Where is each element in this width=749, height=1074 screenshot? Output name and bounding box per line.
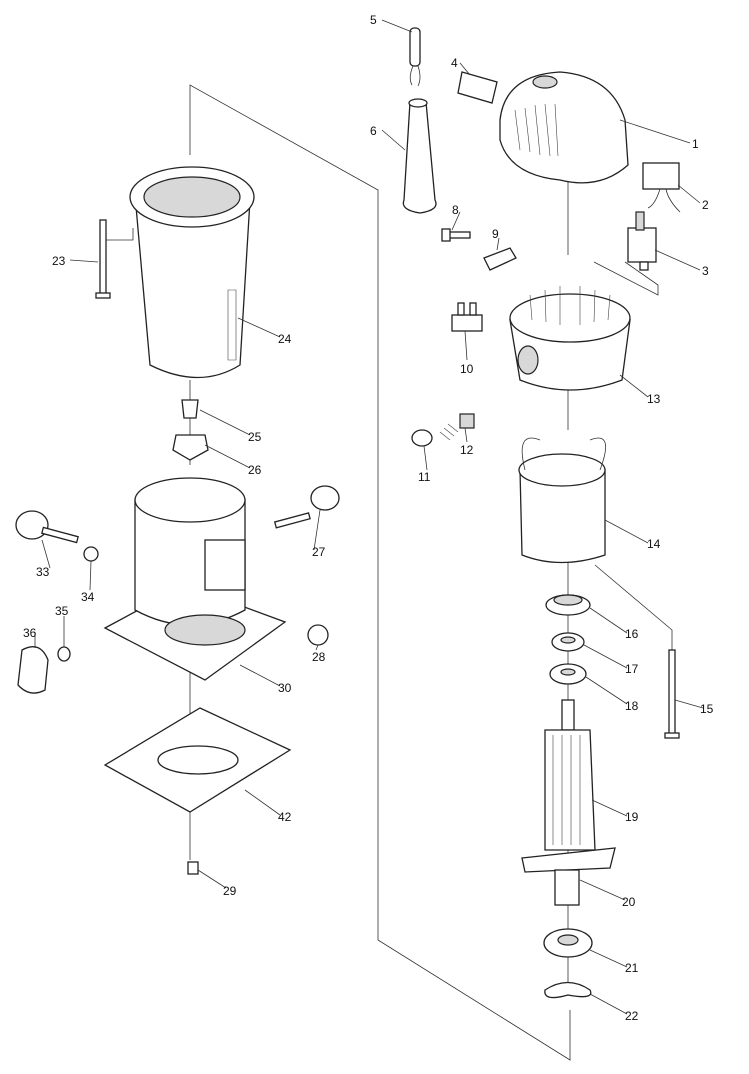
part-label-11: 11	[418, 470, 431, 484]
part-label-26: 26	[248, 463, 262, 477]
part-label-27: 27	[312, 545, 326, 559]
part-label-28: 28	[312, 650, 326, 664]
part-4-label-plate	[457, 71, 498, 104]
part-42-base-plate	[103, 707, 292, 813]
part-34-washer	[83, 546, 99, 562]
part-label-3: 3	[702, 264, 709, 278]
part-label-17: 17	[625, 662, 639, 676]
part-26-collet-nut	[172, 434, 209, 461]
part-label-25: 25	[248, 430, 262, 444]
part-label-35: 35	[55, 604, 69, 618]
part-label-33: 33	[36, 565, 50, 579]
part-label-4: 4	[451, 56, 458, 70]
part-23-screw	[95, 219, 111, 299]
part-25-collet	[181, 399, 199, 419]
part-label-24: 24	[278, 332, 292, 346]
part-29-screw	[187, 861, 199, 875]
part-label-13: 13	[647, 392, 661, 406]
part-label-8: 8	[452, 203, 459, 217]
part-27-adjusting-screw	[273, 485, 340, 529]
part-3-switch	[627, 211, 657, 271]
part-label-14: 14	[647, 537, 661, 551]
part-9-clamp	[483, 247, 517, 271]
part-33-clamp-screw	[15, 510, 79, 544]
part-5-cord	[409, 27, 421, 87]
part-label-5: 5	[370, 13, 377, 27]
part-21-bearing	[543, 928, 593, 958]
part-label-19: 19	[625, 810, 639, 824]
part-label-9: 9	[492, 227, 499, 241]
part-22-rubber-ring	[544, 981, 592, 999]
part-label-34: 34	[81, 590, 95, 604]
part-15-screw	[664, 649, 680, 739]
part-24-motor-housing-lower	[129, 166, 255, 379]
part-label-20: 20	[622, 895, 636, 909]
part-label-16: 16	[625, 627, 639, 641]
part-30-base	[103, 477, 287, 681]
part-1-motor-housing-cover	[499, 71, 629, 184]
part-label-15: 15	[700, 702, 714, 716]
part-label-18: 18	[625, 699, 639, 713]
part-label-1: 1	[692, 137, 699, 151]
part-20-fan	[521, 847, 616, 906]
part-label-12: 12	[460, 443, 474, 457]
part-13-motor-housing	[509, 286, 631, 391]
part-number-labels: 1234568910111213141516171819202122232425…	[23, 13, 714, 1023]
part-label-30: 30	[278, 681, 292, 695]
leader-lines	[34, 19, 704, 1015]
part-8-screw	[441, 228, 471, 242]
part-2-capacitor	[642, 162, 681, 213]
part-35-washer	[57, 646, 71, 662]
part-label-42: 42	[278, 810, 292, 824]
part-label-22: 22	[625, 1009, 639, 1023]
part-label-21: 21	[625, 961, 639, 975]
part-17-bearing	[551, 632, 585, 652]
part-36-knob	[17, 646, 49, 694]
part-label-10: 10	[460, 362, 474, 376]
part-label-2: 2	[702, 198, 709, 212]
part-label-23: 23	[52, 254, 66, 268]
part-11-brush-cap	[411, 429, 433, 447]
part-label-29: 29	[223, 884, 237, 898]
part-10-terminal-block	[451, 302, 483, 332]
part-19-armature	[544, 699, 596, 851]
part-label-36: 36	[23, 626, 37, 640]
part-label-6: 6	[370, 124, 377, 138]
part-18-bearing	[549, 663, 587, 685]
part-12-carbon-brush	[439, 413, 475, 441]
part-14-field	[518, 437, 607, 564]
part-16-baffle-ring	[545, 594, 591, 616]
part-28-nut	[307, 624, 329, 646]
part-6-cord-guard	[402, 98, 437, 214]
